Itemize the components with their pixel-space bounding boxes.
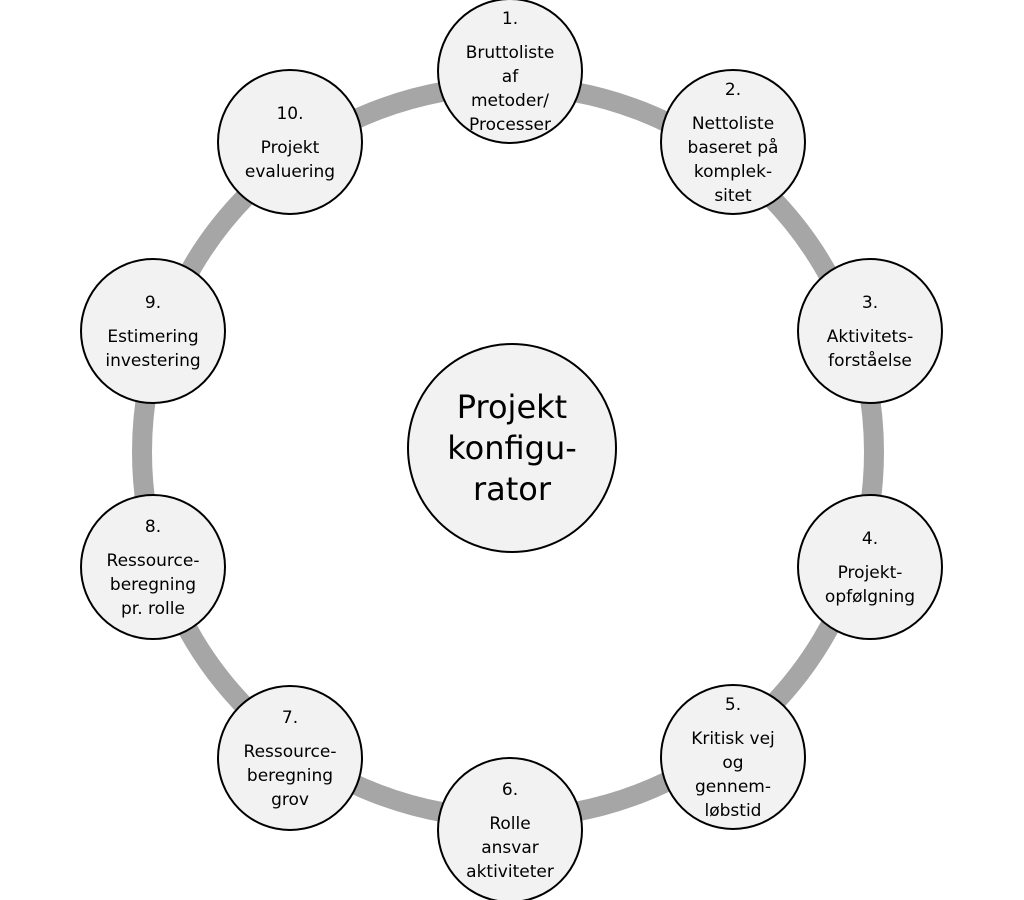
step-circle bbox=[660, 684, 806, 830]
step-circle bbox=[660, 69, 806, 215]
step-circle bbox=[217, 685, 363, 831]
step-label-line: ansvar bbox=[481, 838, 539, 858]
step-number: 1. bbox=[502, 9, 518, 29]
step-node-3: 3. Aktivitets-forståelse bbox=[797, 258, 943, 404]
step-number: 4. bbox=[862, 529, 878, 549]
center-circle bbox=[407, 343, 617, 553]
step-label-line: baseret på bbox=[688, 137, 779, 158]
step-label-line: Nettoliste bbox=[692, 114, 774, 134]
step-label-line: Ressource- bbox=[107, 551, 200, 571]
step-label-line: opfølgning bbox=[825, 587, 915, 607]
step-number: 7. bbox=[282, 708, 298, 728]
step-label-line: Aktivitets- bbox=[827, 327, 913, 347]
step-label-line: Rolle bbox=[489, 814, 530, 834]
step-label-line: komplek- bbox=[694, 162, 772, 182]
step-label-line: grov bbox=[271, 790, 309, 810]
step-node-8: 8. Ressource-beregning pr. rolle bbox=[80, 494, 226, 640]
step-label-line: løbstid bbox=[705, 801, 762, 821]
step-label-line: pr. rolle bbox=[121, 599, 185, 619]
step-circle bbox=[797, 258, 943, 404]
step-node-5: 5. Kritisk vej og gennem-løbstid bbox=[660, 684, 806, 830]
step-number: 3. bbox=[862, 293, 878, 313]
center-label-line-3: rator bbox=[473, 470, 552, 508]
step-label-line: Processer bbox=[469, 115, 551, 135]
center-label-line-2: konfigu- bbox=[447, 429, 577, 467]
step-label-line: beregning bbox=[110, 575, 196, 595]
step-circle bbox=[217, 69, 363, 215]
step-label-line: investering bbox=[105, 351, 200, 371]
step-label-line: Bruttoliste bbox=[466, 43, 555, 63]
step-number: 8. bbox=[145, 517, 161, 537]
step-node-7: 7. Ressource-beregning grov bbox=[217, 685, 363, 831]
step-label-line: af bbox=[502, 67, 519, 87]
step-node-10: 10. Projekt evaluering bbox=[217, 69, 363, 215]
step-circle bbox=[437, 0, 583, 144]
step-label-line: Estimering bbox=[107, 327, 198, 347]
step-node-2: 2. Nettoliste baseret på komplek-sitet bbox=[660, 69, 806, 215]
center-label-line-1: Projekt bbox=[457, 388, 567, 426]
step-node-1: 1. Bruttoliste af metoder/Processer bbox=[437, 0, 583, 144]
step-circle bbox=[80, 258, 226, 404]
step-circle bbox=[437, 757, 583, 900]
step-label-line: gennem- bbox=[695, 777, 771, 797]
step-node-4: 4. Projekt-opfølgning bbox=[797, 494, 943, 640]
step-label-line: Projekt bbox=[261, 138, 320, 158]
step-node-9: 9. Estimering investering bbox=[80, 258, 226, 404]
step-number: 6. bbox=[502, 780, 518, 800]
step-number: 5. bbox=[725, 695, 741, 715]
step-label-line: og bbox=[722, 753, 743, 773]
step-label-line: Kritisk vej bbox=[691, 729, 775, 749]
step-label-line: sitet bbox=[714, 186, 752, 206]
step-label-line: Projekt- bbox=[838, 563, 903, 583]
step-node-6: 6. Rolle ansvar aktiviteter bbox=[437, 757, 583, 900]
step-number: 2. bbox=[725, 80, 741, 100]
step-label-line: aktiviteter bbox=[466, 862, 554, 882]
step-circle bbox=[797, 494, 943, 640]
step-number: 10. bbox=[276, 104, 303, 124]
step-nodes: 1. Bruttoliste af metoder/Processer 2. Nettol… bbox=[80, 0, 943, 900]
step-circle bbox=[80, 494, 226, 640]
step-label-line: beregning bbox=[247, 766, 333, 786]
step-label-line: forståelse bbox=[828, 350, 912, 371]
center-node: Projekt konfigu- rator bbox=[407, 343, 617, 553]
step-label-line: metoder/ bbox=[471, 91, 549, 111]
step-label-line: evaluering bbox=[245, 162, 335, 182]
step-label-line: Ressource- bbox=[244, 742, 337, 762]
step-number: 9. bbox=[145, 293, 161, 313]
